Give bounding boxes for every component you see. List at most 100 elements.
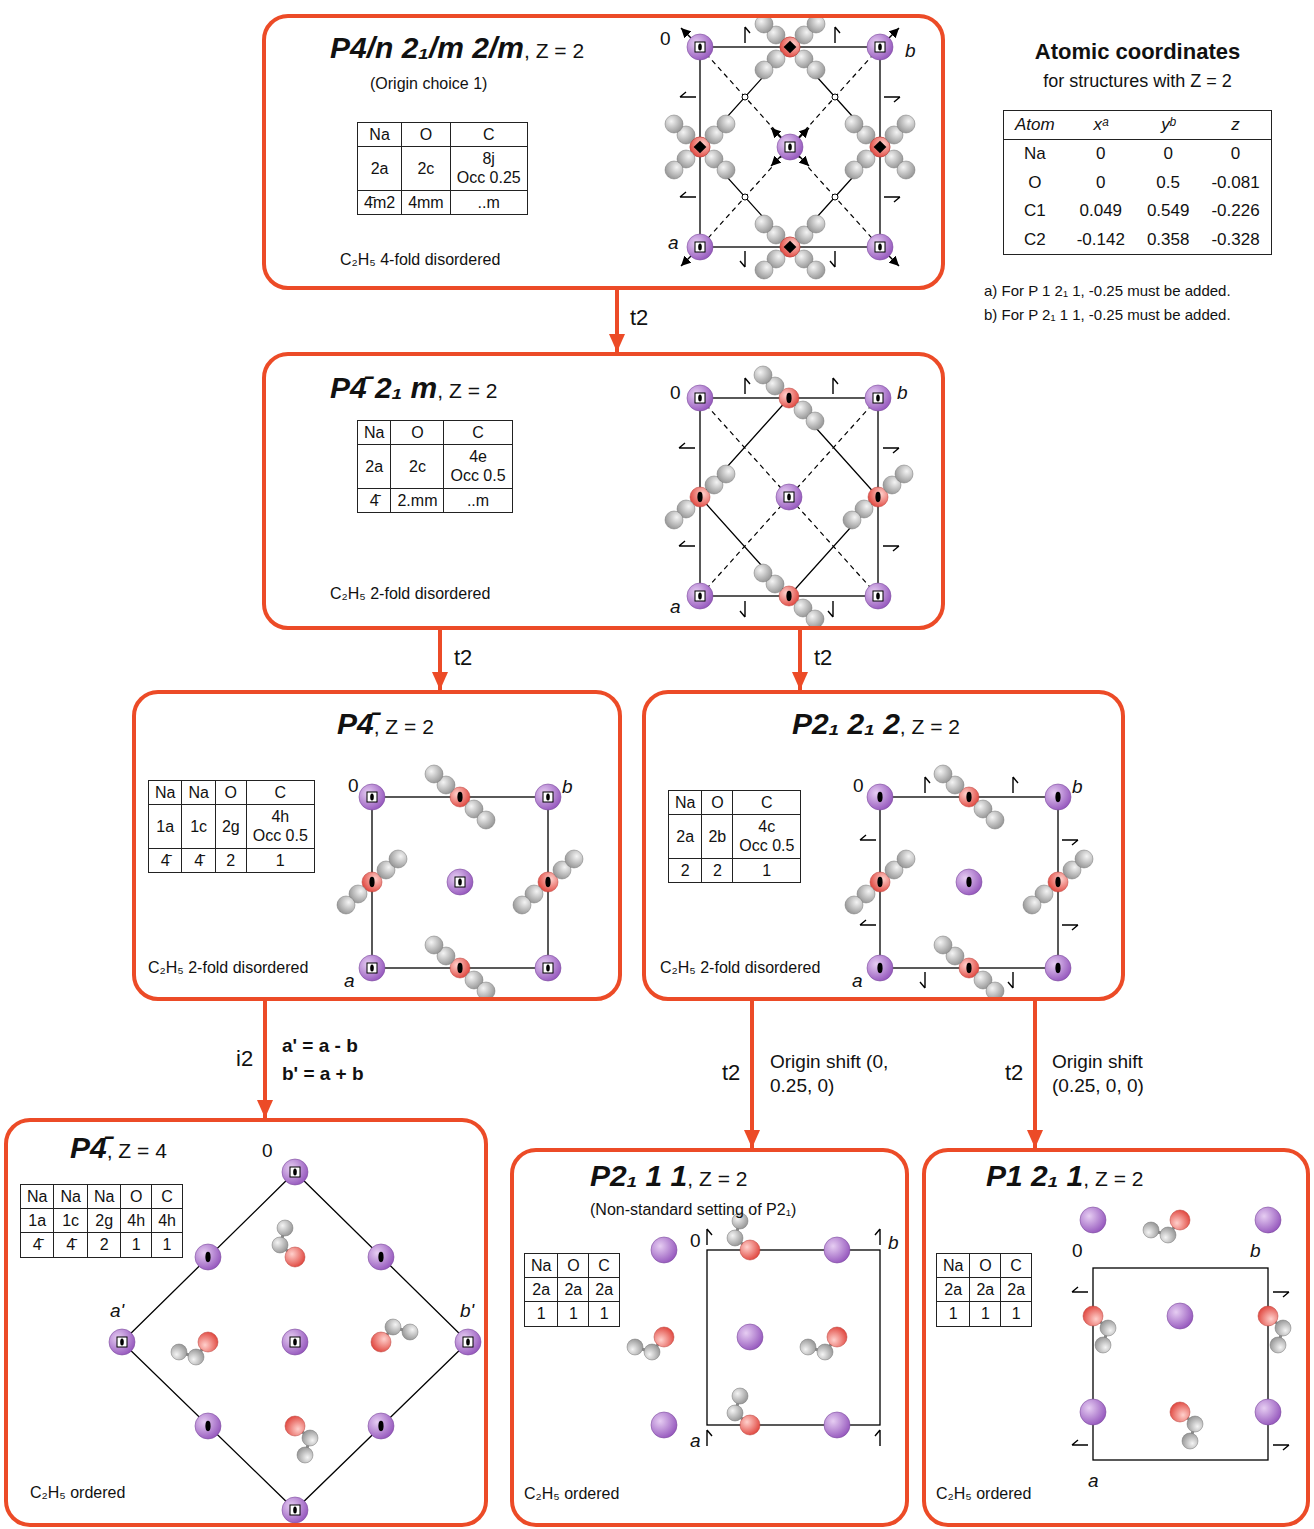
drawing-part bbox=[784, 492, 794, 502]
axis-label: a bbox=[690, 1430, 701, 1453]
cell-text: 1 bbox=[127, 1235, 145, 1254]
drawing-part bbox=[1273, 1292, 1289, 1297]
space-group-title: P4/n 2₁/m 2/m bbox=[330, 30, 524, 66]
drawing-part bbox=[359, 955, 385, 981]
table-cell: 4̄ bbox=[54, 1233, 87, 1257]
site-table: NaNaNaOC1a1c2g4h4h4̄4̄211 bbox=[20, 1184, 183, 1258]
table-cell: C bbox=[450, 123, 527, 147]
cell-text: 4c bbox=[739, 817, 794, 836]
cell-text: 0 bbox=[1077, 144, 1125, 164]
cell-text: Na bbox=[60, 1187, 80, 1206]
title-line: P4̄, Z = 2 bbox=[337, 706, 434, 742]
cell-text: 2a bbox=[1007, 1280, 1025, 1299]
drawing-part bbox=[368, 1244, 394, 1270]
drawing-part bbox=[777, 134, 803, 160]
table-cell: 1 bbox=[152, 1233, 183, 1257]
table-row: 221 bbox=[669, 858, 801, 882]
table-cell: 1a bbox=[21, 1209, 54, 1233]
origin-shift-note: Origin shift (0, 0.25, 0) bbox=[770, 1050, 895, 1098]
structure-box: P4̄, Z = 4NaNaNaOC1a1c2g4h4h4̄4̄211C₂H₅ … bbox=[4, 1118, 488, 1527]
table-row: 4̄2.mm..m bbox=[358, 488, 513, 512]
cell-text: 2a bbox=[675, 827, 695, 846]
drawing-part bbox=[833, 378, 838, 394]
cell-text: 2a bbox=[364, 159, 395, 178]
formula-units: , Z = 2 bbox=[687, 1166, 747, 1191]
structure-box: P2₁ 1 1, Z = 2(Non-standard setting of P… bbox=[510, 1148, 909, 1527]
table-cell: -0.081 bbox=[1200, 169, 1271, 197]
cell-text: 1 bbox=[739, 861, 794, 880]
table-cell: 4̄ bbox=[21, 1233, 54, 1257]
drawing-part bbox=[843, 465, 913, 529]
drawing-part bbox=[543, 963, 553, 973]
drawing-part bbox=[754, 366, 824, 430]
site-table: NaOC2a2c8jOcc 0.254̄m24mm..m bbox=[357, 122, 528, 215]
cell-text: Na bbox=[155, 783, 175, 802]
table-row: 4̄4̄21 bbox=[149, 848, 315, 872]
cell-text: O bbox=[564, 1256, 582, 1275]
drawing-part bbox=[371, 1319, 418, 1352]
origin-label: 0 bbox=[348, 775, 359, 798]
cell-text: 0.049 bbox=[1077, 201, 1125, 221]
axis-label: a bbox=[344, 970, 355, 993]
table-row: O00.5-0.081 bbox=[1004, 169, 1272, 197]
table-body: NaOC2a2c4eOcc 0.54̄2.mm..m bbox=[358, 421, 513, 513]
table-cell: C bbox=[246, 781, 314, 805]
table-subheading: for structures with Z = 2 bbox=[1000, 70, 1275, 93]
table-cell: O bbox=[970, 1254, 1001, 1278]
site-table: NaOC2a2a2a111 bbox=[936, 1253, 1032, 1327]
drawing-part bbox=[875, 42, 885, 52]
cell-text: Occ 0.25 bbox=[457, 168, 521, 187]
drawing-part bbox=[745, 378, 750, 394]
drawing-part bbox=[786, 591, 791, 601]
cell-text: 8j bbox=[457, 149, 521, 168]
drawing-part bbox=[205, 1252, 210, 1262]
table-heading: Atomic coordinates bbox=[1000, 38, 1275, 66]
table-cell: Na bbox=[54, 1185, 87, 1209]
drawing-part bbox=[282, 1159, 308, 1185]
drawing-part bbox=[832, 94, 838, 100]
drawing-part bbox=[627, 1327, 674, 1360]
drawing-part bbox=[651, 1412, 677, 1438]
cell-text: 1 bbox=[595, 1304, 613, 1323]
drawing-part bbox=[457, 792, 462, 802]
cell-text: 1c bbox=[188, 817, 208, 836]
drawing-part bbox=[1080, 1399, 1106, 1425]
drawing-part bbox=[707, 1229, 712, 1245]
cell-text: Atom bbox=[1015, 115, 1055, 135]
table-row: 2a2b4cOcc 0.5 bbox=[669, 815, 801, 858]
cell-text: C bbox=[158, 1187, 176, 1206]
site-table: NaOC2a2b4cOcc 0.5221 bbox=[668, 790, 801, 883]
table-cell: O bbox=[1004, 169, 1066, 197]
cell-text: 0.358 bbox=[1147, 230, 1190, 250]
drawing-part bbox=[776, 484, 802, 510]
drawing-part bbox=[925, 777, 930, 793]
drawing-part bbox=[824, 1412, 850, 1438]
cell-text: 4h bbox=[253, 807, 308, 826]
drawing-part bbox=[785, 142, 795, 152]
axis-label: b' bbox=[460, 1300, 474, 1323]
table-cell: C bbox=[733, 791, 801, 815]
table-cell: 2 bbox=[702, 858, 733, 882]
structure-box: P2₁ 2₁ 2, Z = 2NaOC2a2b4cOcc 0.5221C₂H₅ … bbox=[642, 690, 1125, 1001]
table-cell: Na bbox=[182, 781, 215, 805]
formula-units: , Z = 2 bbox=[900, 714, 960, 739]
table-row: 2a2c4eOcc 0.5 bbox=[358, 445, 513, 488]
drawing-part bbox=[117, 1337, 127, 1347]
drawing-part bbox=[679, 541, 695, 546]
drawing-part bbox=[845, 115, 915, 179]
table-cell: 2a bbox=[937, 1278, 970, 1302]
drawing-part bbox=[845, 850, 915, 914]
cell-text: ..m bbox=[457, 193, 521, 212]
drawing-part bbox=[1080, 1207, 1106, 1233]
table-cell: Na bbox=[937, 1254, 970, 1278]
table-cell: Na bbox=[149, 781, 182, 805]
drawing-part bbox=[784, 41, 797, 54]
drawing-part bbox=[372, 797, 548, 968]
drawing-part bbox=[835, 27, 840, 43]
cell-text: 1 bbox=[1007, 1304, 1025, 1323]
table-cell: ..m bbox=[444, 488, 512, 512]
drawing-part bbox=[687, 234, 713, 260]
cell-text: 2g bbox=[222, 817, 240, 836]
table-body: NaNaOC1a1c2g4hOcc 0.54̄4̄21 bbox=[149, 781, 315, 873]
title-line: P2₁ 2₁ 2, Z = 2 bbox=[792, 706, 960, 742]
